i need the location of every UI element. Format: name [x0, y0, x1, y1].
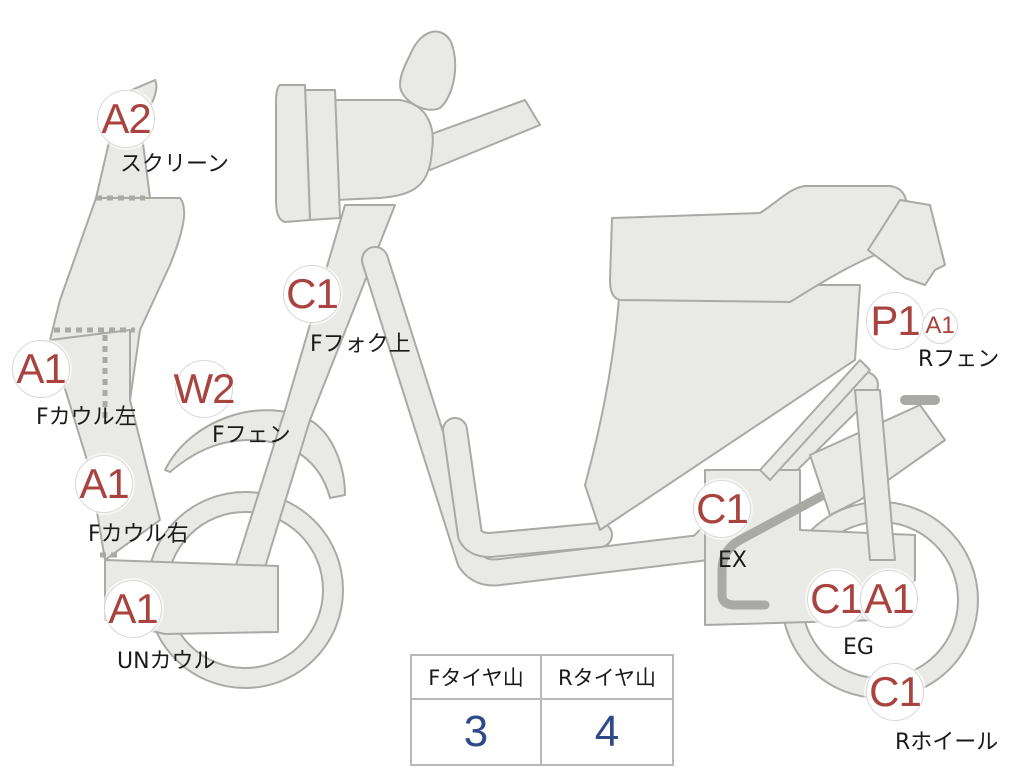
- rear-shock-body: [854, 389, 896, 561]
- f-fork-upper-label: Fフォク上: [310, 332, 411, 357]
- headlight-lens-shape: [275, 84, 311, 223]
- rear-tire-header: Rタイヤ山: [542, 656, 672, 700]
- r-fender-grade-badge: P1: [866, 292, 924, 350]
- un-cowl-grade-badge: A1: [104, 580, 162, 638]
- exhaust-pipe: [717, 465, 875, 610]
- fcowl-left-label: Fカウル左: [36, 405, 137, 430]
- r-wheel-grade-badge: C1: [866, 663, 924, 721]
- un-cowl-label: UNカウル: [117, 649, 216, 674]
- r-wheel-label: Rホイール: [895, 730, 999, 755]
- seat-shape: [609, 185, 908, 303]
- front-tire-header: Fタイヤ山: [412, 656, 542, 700]
- screen-label: スクリーン: [120, 152, 229, 177]
- fcowl-right-label: Fカウル右: [88, 522, 189, 547]
- f-fender-label: Fフェン: [212, 423, 291, 448]
- engine-grade-badge: C1: [807, 570, 865, 628]
- headlight-shape: [334, 99, 434, 201]
- fcowl-right-grade-badge: A1: [75, 455, 133, 513]
- rear-tail-shape: [867, 199, 946, 286]
- exhaust-label: EX: [718, 548, 747, 573]
- f-fork-upper-grade-badge: C1: [283, 265, 341, 323]
- f-fender-grade-badge: W2: [174, 360, 236, 418]
- exhaust-grade-badge: C1: [693, 480, 751, 538]
- engine-label: EG: [843, 635, 874, 660]
- mirror-shape: [399, 30, 457, 111]
- rear-tire-value: 4: [594, 707, 620, 756]
- front-tire-value: 3: [412, 700, 542, 764]
- r-fender-grade2-badge: A1: [922, 308, 958, 344]
- r-fender-label: Rフェン: [918, 347, 1000, 372]
- engine-grade2-badge: A1: [860, 570, 918, 628]
- tire-tread-table: Fタイヤ山 Rタイヤ山 3 4: [410, 654, 674, 766]
- screen-grade-badge: A2: [97, 90, 155, 148]
- underseat-body-shape: [584, 284, 861, 531]
- floor-tube-fill: [444, 419, 611, 556]
- floorboard-shape: [759, 359, 871, 481]
- fcowl-left-grade-badge: A1: [12, 340, 70, 398]
- frame-tube-fill: [363, 248, 877, 585]
